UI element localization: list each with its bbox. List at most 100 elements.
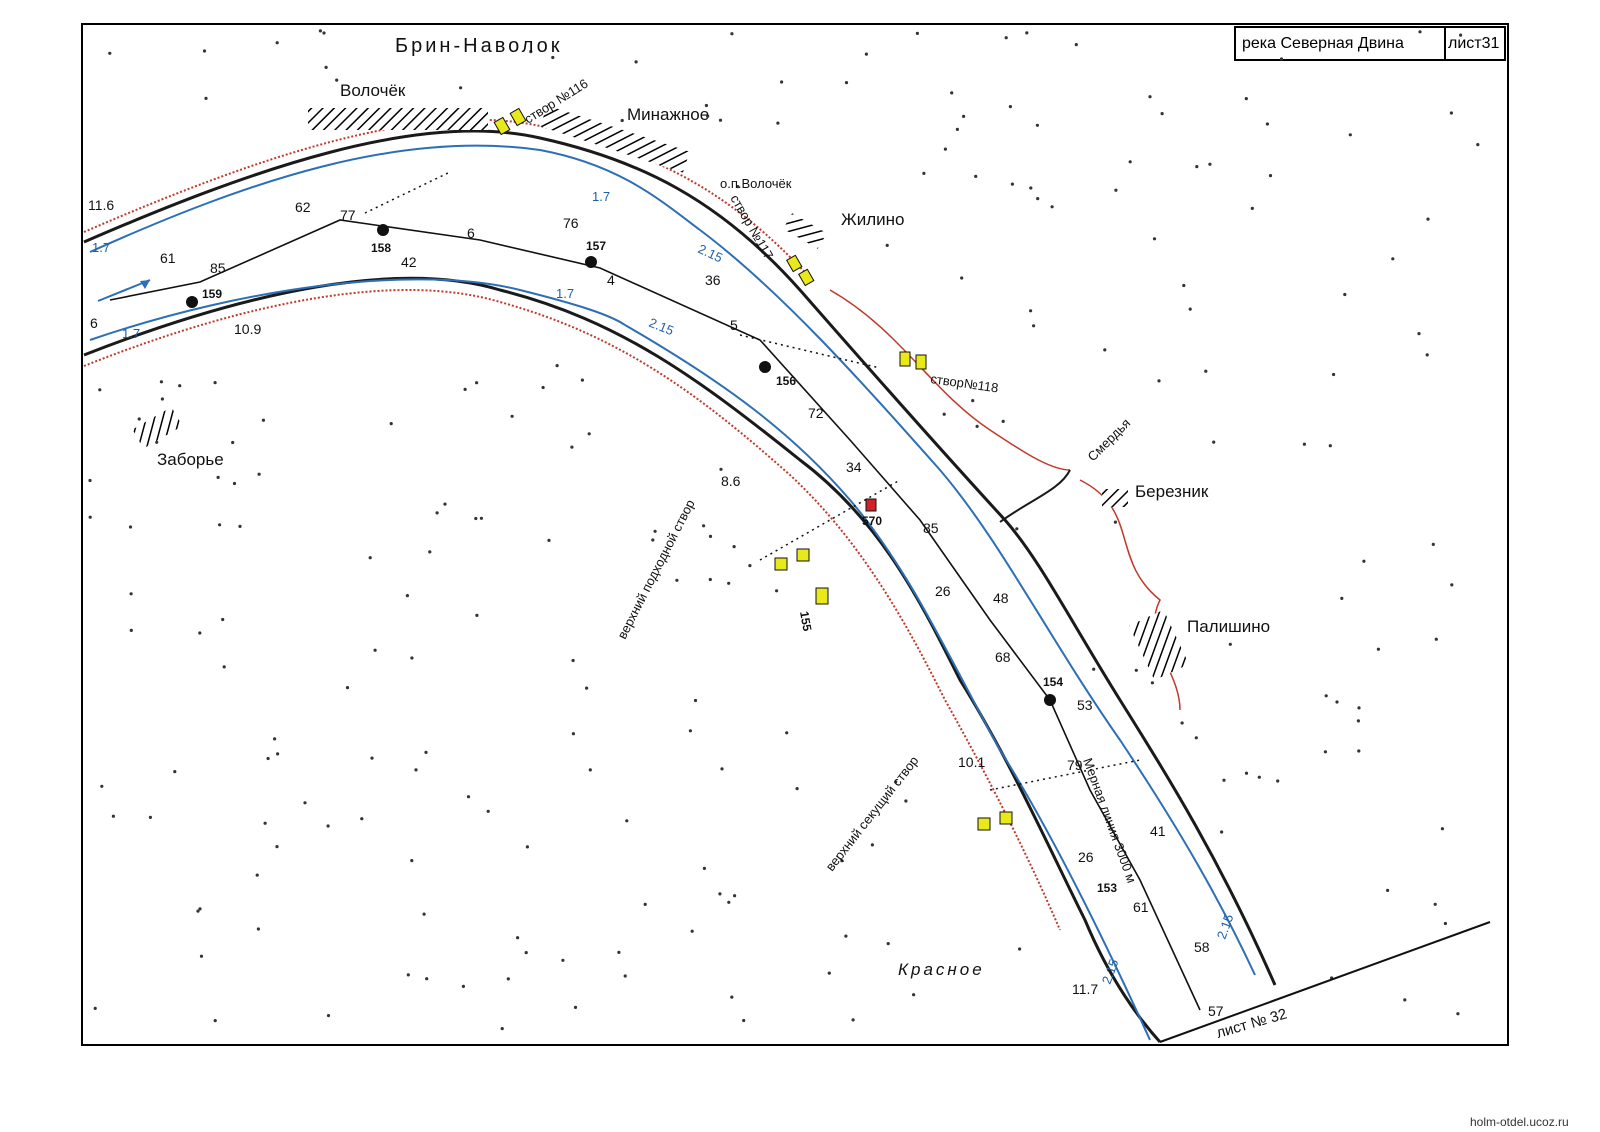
- fairway-axis: [109, 219, 1201, 1011]
- terrain-dot: [1148, 95, 1152, 99]
- terrain-dot: [827, 971, 831, 975]
- terrain-dot: [706, 114, 710, 118]
- terrain-dot: [1050, 205, 1054, 209]
- iso-2-15-a: 2.15: [696, 241, 725, 265]
- buoy-155: 155: [797, 610, 814, 632]
- terrain-dot: [1302, 442, 1306, 446]
- terrain-dot: [111, 814, 115, 818]
- depth-76: 76: [563, 215, 579, 231]
- label-minozhnoe: Минажное: [627, 105, 709, 124]
- depth-58: 58: [1194, 939, 1210, 955]
- terrain-dot: [1188, 307, 1192, 311]
- terrain-dot: [1418, 30, 1422, 34]
- terrain-dot: [500, 1027, 504, 1031]
- depth-68: 68: [995, 649, 1011, 665]
- terrain-dot: [704, 103, 709, 108]
- terrain-dot: [128, 525, 133, 529]
- depth-5: 5: [730, 317, 738, 333]
- terrain-dot: [1332, 372, 1336, 377]
- terrain-dot: [275, 41, 279, 45]
- terrain-dot: [1356, 719, 1360, 723]
- terrain-dot: [690, 929, 694, 933]
- terrain-dot: [634, 60, 638, 64]
- terrain-dot: [1018, 947, 1022, 951]
- label-krasnoe: Красное: [898, 960, 985, 979]
- terrain-dot: [1150, 681, 1154, 685]
- isobath-2-15-west: [624, 324, 1151, 1041]
- buoy-154: 154: [1043, 675, 1063, 689]
- depth-72: 72: [808, 405, 824, 421]
- depth-41: 41: [1150, 823, 1166, 839]
- terrain-dot: [1417, 332, 1421, 336]
- terrain-dot: [1434, 637, 1438, 641]
- terrain-dot: [428, 550, 432, 554]
- depth-61: 61: [160, 250, 176, 266]
- terrain-dot: [443, 502, 447, 506]
- confluence-smerdya: [999, 469, 1071, 523]
- terrain-dot: [1456, 1012, 1460, 1016]
- right-shore-red: [83, 118, 811, 279]
- terrain-dot: [719, 467, 723, 471]
- terrain-dot: [570, 445, 574, 449]
- buoy-153: 153: [1097, 881, 1117, 895]
- settlement-bereznik: [1102, 489, 1128, 507]
- iso-1-7-b: 1.7: [122, 326, 140, 341]
- terrain-dot: [160, 397, 164, 401]
- depth-42: 42: [401, 254, 417, 270]
- terrain-dot: [213, 381, 217, 385]
- terrain-dot: [1128, 160, 1132, 164]
- terrain-dot: [425, 977, 429, 981]
- terrain-dot: [1220, 830, 1224, 834]
- depth-6: 6: [467, 225, 475, 241]
- terrain-dot: [198, 631, 202, 635]
- terrain-dot: [1194, 736, 1198, 740]
- terrain-dot: [974, 174, 978, 178]
- buoy-159: 159: [202, 287, 222, 301]
- terrain-dot: [971, 399, 975, 403]
- terrain-dot: [424, 750, 428, 755]
- terrain-dot: [942, 412, 946, 416]
- terrain-dot: [100, 784, 104, 788]
- depth-53: 53: [1077, 697, 1093, 713]
- settlement-palishino: [1129, 609, 1189, 681]
- terrain-dot: [885, 243, 889, 247]
- terrain-dot: [776, 121, 780, 125]
- terrain-dot: [232, 481, 237, 486]
- map-frame: [81, 23, 1509, 1046]
- watermark: holm-otdel.ucoz.ru: [1470, 1115, 1569, 1129]
- terrain-dot: [461, 984, 465, 989]
- terrain-dot: [1212, 440, 1216, 444]
- navigation-signs: [493, 107, 1013, 831]
- terrain-dot: [463, 387, 467, 391]
- header-river: река Северная Двина: [1242, 35, 1404, 52]
- terrain-dot: [960, 276, 964, 280]
- terrain-dot: [1403, 998, 1407, 1002]
- buoy-570: 570: [862, 514, 882, 528]
- terrain-dot: [1160, 112, 1164, 116]
- terrain-dot: [702, 524, 706, 528]
- terrain-dot: [199, 954, 204, 958]
- terrain-dot: [720, 767, 724, 771]
- terrain-dot: [1324, 694, 1328, 698]
- terrain-dot: [410, 656, 414, 660]
- settlement-minozhnoe: [540, 105, 690, 173]
- terrain-dot: [529, 50, 533, 54]
- terrain-dot: [231, 440, 235, 445]
- depth-57: 57: [1208, 1003, 1224, 1019]
- terrain-dot: [148, 815, 152, 820]
- iso-1-7-c: 1.7: [556, 286, 574, 301]
- terrain-dot: [256, 927, 260, 931]
- isobath-1-7-north: [89, 144, 701, 253]
- terrain-dot: [1008, 105, 1013, 109]
- terrain-dot: [1036, 197, 1040, 201]
- terrain-dot: [261, 418, 265, 422]
- iso-2-15-c: 2.15: [1214, 912, 1237, 941]
- depth-85: 85: [210, 260, 226, 276]
- terrain-dot: [345, 686, 350, 690]
- terrain-dot: [904, 799, 908, 803]
- terrain-dot: [88, 515, 92, 519]
- terrain-dot: [129, 628, 133, 633]
- label-upper-approach: верхний подходной створ: [614, 497, 697, 641]
- terrain-dot: [322, 31, 326, 35]
- terrain-dot: [524, 951, 528, 955]
